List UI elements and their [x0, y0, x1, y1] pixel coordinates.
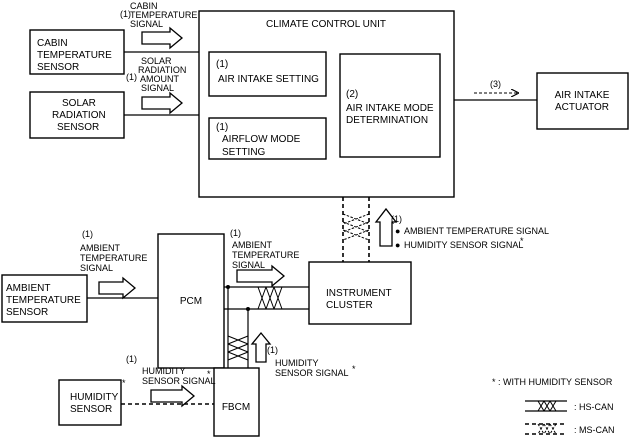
humidity-sensor-box — [58, 379, 122, 426]
pcm-box — [157, 233, 225, 369]
legend-ms-can-label: : MS-CAN — [574, 425, 615, 435]
fbcm-to-pcm-line-2: SENSOR SIGNAL — [275, 368, 349, 378]
solar-radiation-sensor-box — [29, 91, 125, 139]
humidity-to-fbcm-arrow-icon — [150, 384, 196, 408]
air-intake-setting-box — [208, 51, 327, 97]
actuator-step-num: (3) — [490, 79, 501, 89]
cluster-to-ccu-star: * — [520, 236, 524, 246]
cabin-temp-signal-num: (1) — [120, 9, 131, 19]
solar-sensor-label-3: SENSOR — [57, 122, 99, 133]
solar-signal-num: (1) — [126, 72, 137, 82]
fbcm-to-pcm-arrow-icon — [250, 331, 272, 363]
airflow-mode-setting-num: (1) — [216, 122, 228, 133]
solar-signal-arrow-icon — [141, 91, 184, 115]
climate-control-unit-label: CLIMATE CONTROL UNIT — [266, 19, 386, 30]
cabin-temp-signal-arrow-icon — [141, 26, 184, 50]
air-intake-setting-label: AIR INTAKE SETTING — [218, 74, 319, 85]
ambient-to-pcm-num: (1) — [82, 229, 93, 239]
fbcm-to-pcm-line-1: HUMIDITY — [275, 358, 319, 368]
instrument-cluster-label-2: CLUSTER — [326, 300, 373, 311]
ms-can-twist — [342, 213, 370, 241]
cluster-to-ccu-num: (1) — [391, 214, 402, 224]
cabin-temp-sensor-label-3: SENSOR — [37, 62, 79, 73]
cabin-temp-signal-line-1: CABIN — [130, 1, 158, 11]
air-intake-setting-num: (1) — [216, 59, 228, 70]
instrument-cluster-label-1: INSTRUMENT — [326, 288, 392, 299]
ambient-sensor-label-3: SENSOR — [6, 307, 48, 318]
cluster-to-ccu-line-1: AMBIENT TEMPERATURE SIGNAL — [404, 226, 549, 236]
ambient-sensor-label-2: TEMPERATURE — [6, 295, 81, 306]
humidity-to-fbcm-star: * — [207, 369, 211, 379]
air-intake-mode-determination-label-2: DETERMINATION — [346, 115, 428, 126]
ambient-to-pcm-line-3: SIGNAL — [80, 263, 113, 273]
airflow-mode-setting-label-2: SETTING — [222, 147, 266, 158]
ambient-to-cluster-arrow-icon — [236, 264, 286, 288]
legend-hs-can-twist — [537, 400, 557, 412]
ambient-to-cluster-num: (1) — [230, 228, 241, 238]
ambient-to-pcm-line-1: AMBIENT — [80, 243, 121, 253]
cabin-temp-sensor-label-1: CABIN — [37, 38, 68, 49]
air-intake-mode-determination-num: (2) — [346, 89, 358, 100]
hs-can-twist-vertical — [227, 335, 249, 361]
cabin-temp-sensor-label-2: TEMPERATURE — [37, 50, 112, 61]
legend-hs-can-label: : HS-CAN — [574, 402, 614, 412]
ambient-to-pcm-arrow-icon — [98, 276, 137, 300]
airflow-mode-setting-box — [208, 117, 327, 160]
solar-sensor-label-2: RADIATION — [52, 110, 106, 121]
instrument-cluster-box — [308, 261, 412, 325]
legend-ms-can-twist — [537, 423, 557, 435]
air-intake-actuator-label-1: AIR INTAKE — [555, 90, 610, 101]
airflow-mode-setting-label-1: AIRFLOW MODE — [222, 134, 301, 145]
ambient-to-pcm-line-2: TEMPERATURE — [80, 253, 147, 263]
ambient-to-cluster-line-1: AMBIENT — [232, 240, 273, 250]
solar-signal-line-1: SOLAR — [141, 56, 172, 66]
bullet-icon-1: ● — [395, 226, 400, 236]
ambient-to-cluster-line-3: SIGNAL — [232, 260, 265, 270]
fbcm-box — [213, 367, 260, 437]
cabin-temp-signal-line-2: TEMPERATURE — [130, 10, 197, 20]
humidity-to-fbcm-line-1: HUMIDITY — [142, 366, 186, 376]
solar-sensor-label-1: SOLAR — [62, 98, 96, 109]
humidity-sensor-label-1: HUMIDITY — [70, 392, 119, 403]
air-intake-mode-determination-label-1: AIR INTAKE MODE — [346, 103, 434, 114]
fbcm-label: FBCM — [222, 402, 250, 413]
solar-signal-line-3: AMOUNT — [140, 74, 179, 84]
cabin-temp-signal-line-3: SIGNAL — [130, 19, 163, 29]
bullet-icon-2: ● — [395, 240, 400, 250]
humidity-sensor-label-2: SENSOR — [70, 404, 112, 415]
fbcm-to-pcm-num: (1) — [267, 345, 278, 355]
cluster-to-ccu-line-2: HUMIDITY SENSOR SIGNAL — [404, 240, 523, 250]
solar-signal-line-2: RADIATION — [138, 65, 186, 75]
air-intake-mode-determination-box — [339, 53, 441, 158]
ambient-to-cluster-line-2: TEMPERATURE — [232, 250, 299, 260]
humidity-to-fbcm-num: (1) — [126, 354, 137, 364]
hs-can-twist-horizontal — [257, 286, 283, 310]
solar-signal-line-4: SIGNAL — [141, 83, 174, 93]
air-intake-actuator-label-2: ACTUATOR — [555, 102, 609, 113]
humidity-sensor-star: * — [122, 378, 126, 388]
pcm-label: PCM — [180, 296, 202, 307]
legend-note: * : WITH HUMIDITY SENSOR — [492, 377, 613, 387]
humidity-to-fbcm-line-2: SENSOR SIGNAL — [142, 376, 216, 386]
fbcm-to-pcm-star: * — [352, 364, 356, 374]
ambient-temperature-sensor-box — [1, 274, 88, 323]
air-intake-actuator-box — [536, 72, 629, 130]
cabin-temperature-sensor-box — [29, 29, 125, 75]
ambient-sensor-label-1: AMBIENT — [6, 283, 50, 294]
cluster-to-ccu-arrow-icon — [374, 207, 398, 247]
